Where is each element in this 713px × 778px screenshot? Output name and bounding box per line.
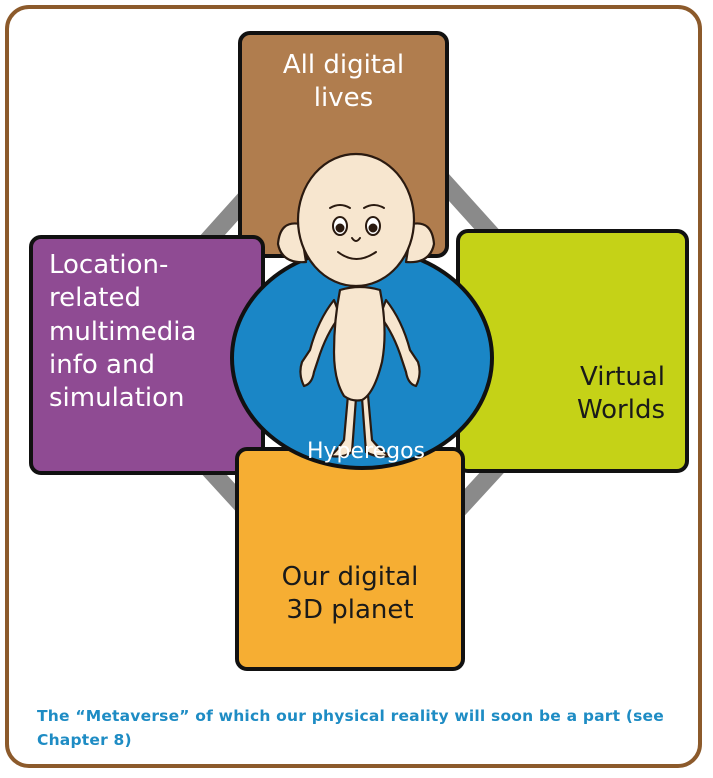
box-location-related: Location- related multimedia info and si…: [29, 235, 265, 475]
figure-caption: The “Metaverse” of which our physical re…: [37, 707, 664, 750]
box-all-digital-lives: All digital lives: [238, 31, 449, 258]
box-virtual-worlds: Virtual Worlds: [456, 229, 689, 473]
center-label: Hyperegos: [307, 439, 425, 464]
box-digital-planet: Our digital 3D planet: [235, 447, 465, 671]
hyperego-figure-icon: [276, 152, 436, 458]
face-details: [329, 204, 385, 260]
